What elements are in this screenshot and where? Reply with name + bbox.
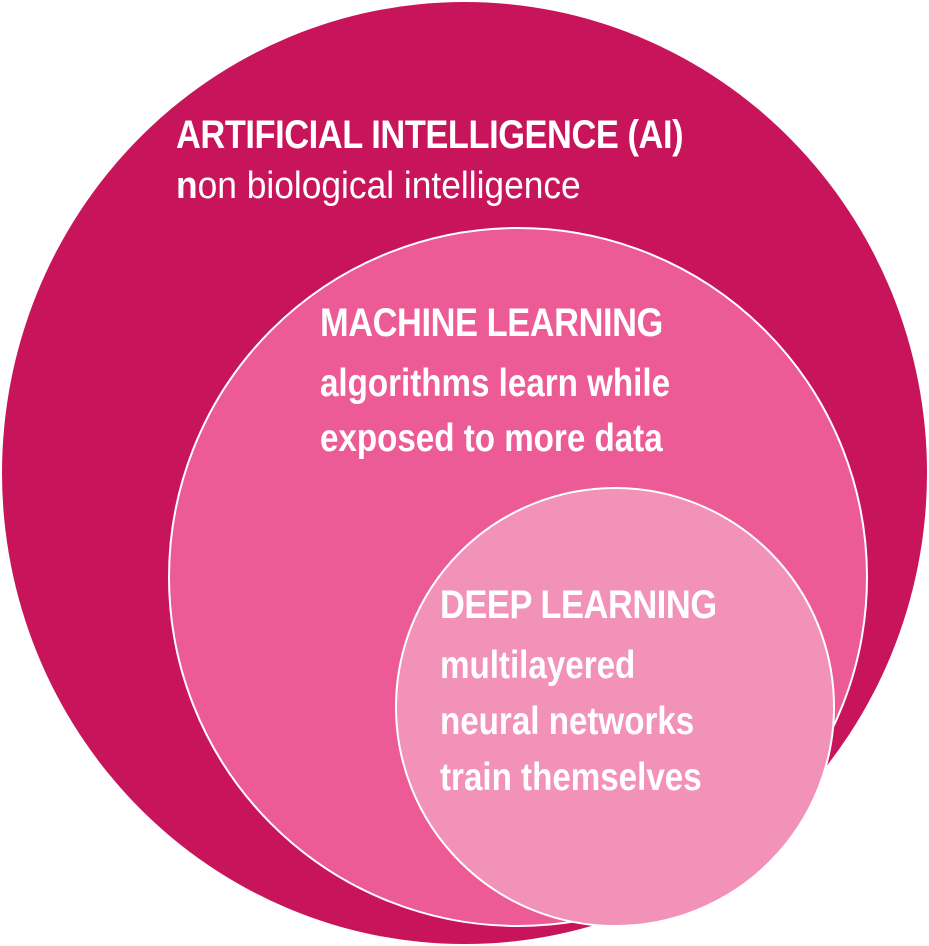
- ai-description: non biological intelligence: [176, 164, 581, 208]
- ai-description-first-letter: n: [176, 165, 198, 207]
- machine-learning-description-line: algorithms learn while: [320, 362, 671, 405]
- deep-learning-description: multilayered neural networks train thems…: [440, 638, 702, 806]
- deep-learning-description-line: multilayered: [440, 644, 636, 687]
- ai-description-rest: on biological intelligence: [197, 165, 581, 207]
- machine-learning-title: MACHINE LEARNING: [320, 301, 663, 345]
- machine-learning-description: algorithms learn while exposed to more d…: [320, 356, 670, 466]
- deep-learning-title: DEEP LEARNING: [440, 583, 717, 627]
- deep-learning-description-line: neural networks: [440, 700, 695, 743]
- ai-title: ARTIFICIAL INTELLIGENCE (AI): [176, 113, 684, 157]
- deep-learning-circle: [395, 487, 835, 927]
- deep-learning-description-line: train themselves: [440, 756, 702, 799]
- machine-learning-description-line: exposed to more data: [320, 417, 663, 460]
